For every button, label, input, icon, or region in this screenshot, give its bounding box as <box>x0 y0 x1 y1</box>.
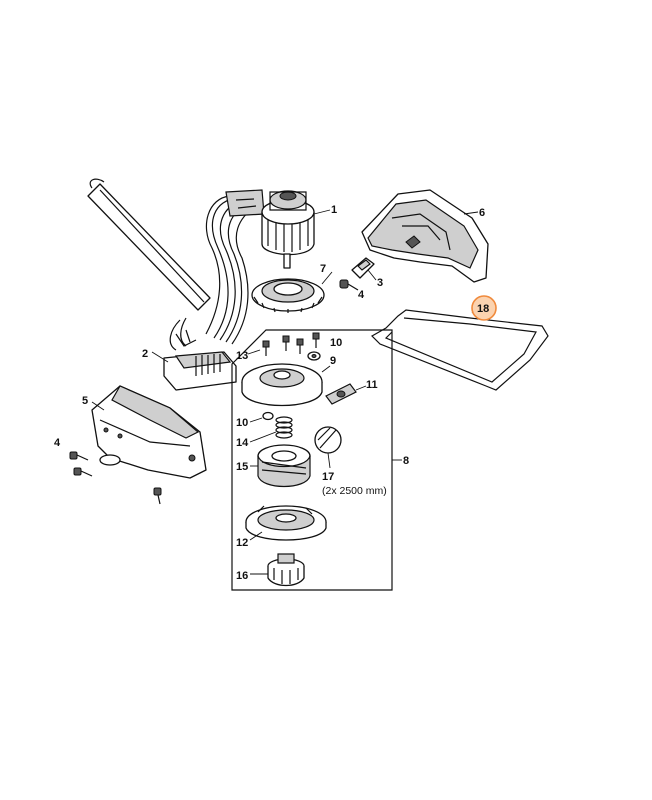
line-length-note: (2x 2500 mm) <box>322 485 387 497</box>
spool-cover: 12 <box>236 505 327 549</box>
washer-upper: 10 <box>307 337 342 361</box>
motor-housing-cover: 6 <box>361 189 489 283</box>
callout-17: 17 <box>322 471 334 483</box>
trimmer-head-kit-frame: 8 <box>231 329 409 591</box>
callout-18[interactable]: 18 <box>477 303 489 315</box>
spring: 14 <box>236 416 293 449</box>
electronics-module: 2 <box>142 329 237 391</box>
callout-15: 15 <box>236 461 248 473</box>
line-eyelet: 11 <box>325 379 378 405</box>
screws-lower: 4 <box>54 437 162 505</box>
spool-housing-top: 9 <box>241 355 336 407</box>
motor: 1 <box>261 190 337 269</box>
callout-1: 1 <box>331 204 337 216</box>
callout-8: 8 <box>403 455 409 467</box>
callout-14: 14 <box>236 437 249 449</box>
lower-guard-housing: 5 <box>82 385 207 479</box>
callout-12: 12 <box>236 537 248 549</box>
callout-10-lower: 10 <box>236 417 248 429</box>
bearing-ring: 7 <box>251 263 333 313</box>
callout-10-upper: 10 <box>330 337 342 349</box>
callout-4-lower: 4 <box>54 437 61 449</box>
callout-9: 9 <box>330 355 336 367</box>
highlight-marker[interactable] <box>471 295 497 321</box>
callout-5: 5 <box>82 395 88 407</box>
callout-7: 7 <box>320 263 326 275</box>
callout-6: 6 <box>479 207 485 219</box>
wiring-harness <box>169 189 265 351</box>
callout-13: 13 <box>236 350 248 362</box>
washer-lower: 10 <box>236 411 274 429</box>
connector-clip: 3 <box>351 257 383 289</box>
handle-tube <box>87 178 211 311</box>
tap-knob: 16 <box>236 553 305 587</box>
callout-2: 2 <box>142 348 148 360</box>
spool: 15 <box>236 444 311 487</box>
screw-upper: 4 <box>339 279 365 301</box>
callout-3: 3 <box>377 277 383 289</box>
callout-4-upper: 4 <box>358 289 365 301</box>
trimmer-line: 17 (2x 2500 mm) <box>314 426 387 497</box>
callout-16: 16 <box>236 570 248 582</box>
seal-profile <box>371 309 549 391</box>
kit-screws: 13 <box>236 332 320 362</box>
callout-11: 11 <box>366 379 378 391</box>
